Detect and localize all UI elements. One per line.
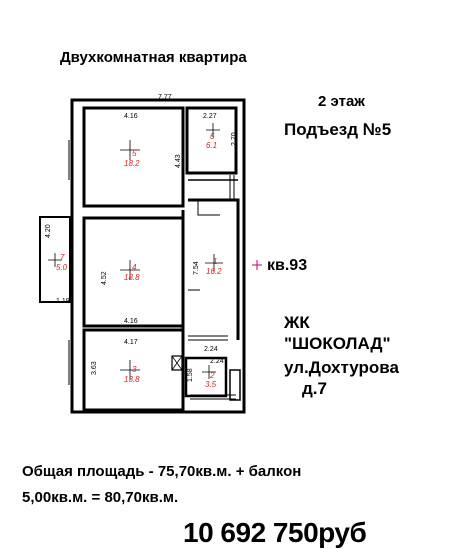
room-3-walls xyxy=(82,328,185,412)
dim-room6-height: 2.70 xyxy=(231,132,238,146)
complex-name: ЖК "ШОКОЛАД" xyxy=(284,312,391,354)
hall-wall xyxy=(188,198,240,340)
outer-wall xyxy=(70,98,246,414)
room-5-walls xyxy=(82,106,185,208)
dim-balcony-width: 1.19 xyxy=(56,298,70,305)
balcony-walls xyxy=(39,216,71,303)
dim-bath-width-2: 2.24 xyxy=(210,358,224,365)
floor-label: 2 этаж xyxy=(318,93,365,110)
dim-room5-width: 4.16 xyxy=(124,113,138,120)
dim-room5-height: 4.43 xyxy=(175,154,182,168)
total-area: Общая площадь - 75,70кв.м. + балкон 5,00… xyxy=(22,459,301,511)
dim-bath-height: 1.58 xyxy=(187,368,194,382)
room-7-area: 5.0 xyxy=(56,263,68,272)
address: ул.Дохтурова д.7 xyxy=(284,357,399,399)
room-1-number: 1 xyxy=(213,257,217,266)
dim-room4-height: 4.52 xyxy=(101,271,108,285)
dim-bath-width-1: 2.24 xyxy=(204,346,218,353)
dim-top: 7.77 xyxy=(158,94,172,101)
room-7-number: 7 xyxy=(60,253,65,262)
room-6-area: 6.1 xyxy=(206,141,217,150)
entrance-label: Подъезд №5 xyxy=(284,120,392,139)
complex-name-line2: "ШОКОЛАД" xyxy=(284,334,391,353)
dim-room3-width: 4.17 xyxy=(124,339,138,346)
room-4-area: 18.8 xyxy=(124,273,140,282)
total-area-line2: 5,00кв.м. = 80,70кв.м. xyxy=(22,489,179,506)
dim-room4-width: 4.16 xyxy=(124,318,138,325)
room-1-area: 16.2 xyxy=(206,267,222,276)
address-house: д.7 xyxy=(302,379,327,398)
room-6-walls xyxy=(185,106,238,175)
total-area-line1: Общая площадь - 75,70кв.м. + балкон xyxy=(22,463,302,480)
room-2-area: 3.5 xyxy=(205,380,217,389)
room-5-number: 5 xyxy=(132,149,137,158)
room-4-walls xyxy=(82,216,185,328)
page-title: Двухкомнатная квартира xyxy=(60,49,247,66)
complex-name-line1: ЖК xyxy=(284,313,310,332)
dim-room3-height: 3.63 xyxy=(91,361,98,375)
dim-balcony-height: 4.20 xyxy=(45,224,52,238)
room-4-number: 4 xyxy=(132,263,137,272)
room-3-number: 3 xyxy=(132,365,137,374)
room-6-number: 6 xyxy=(210,132,215,141)
dim-hall-height: 7.54 xyxy=(193,261,200,275)
apartment-number: кв.93 xyxy=(267,257,308,274)
room-2-number: 2 xyxy=(209,371,215,380)
room-3-area: 13.8 xyxy=(124,375,140,384)
address-street: ул.Дохтурова xyxy=(284,358,399,377)
room-5-area: 18.2 xyxy=(124,159,140,168)
dim-room6-width: 2.27 xyxy=(203,113,217,120)
bathroom-walls xyxy=(184,356,228,398)
